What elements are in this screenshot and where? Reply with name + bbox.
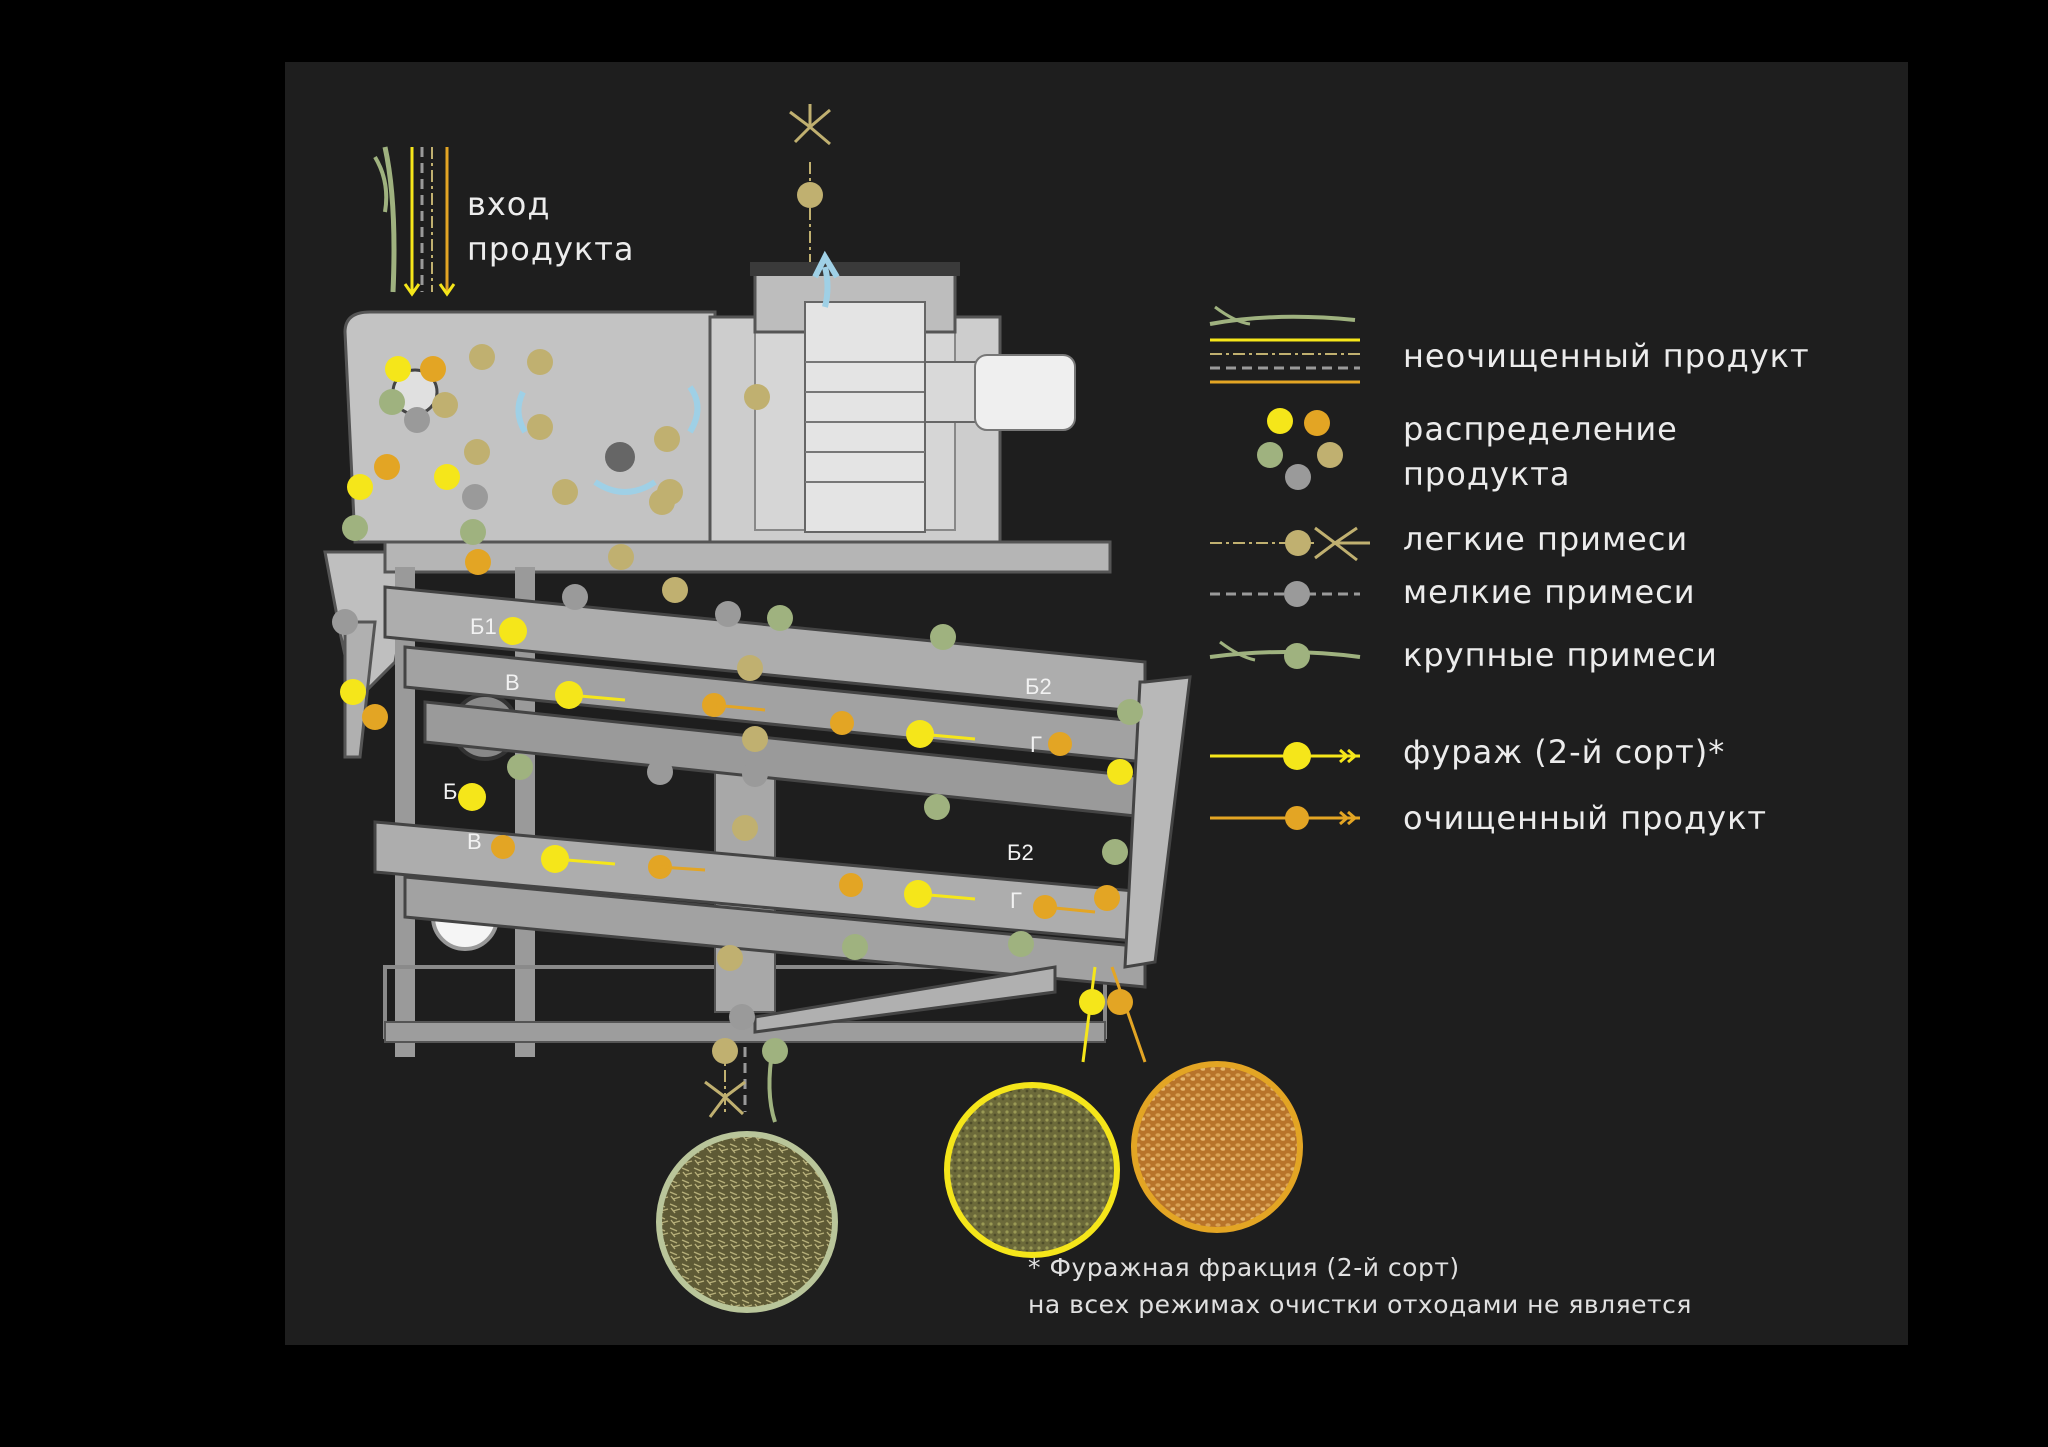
footnote-line1: * Фуражная фракция (2-й сорт) bbox=[1028, 1253, 1460, 1282]
product-input-icon bbox=[373, 146, 456, 297]
diagram-panel: Б1 В Б2 Г Б В Б2 Г bbox=[285, 62, 1908, 1345]
sieve-label: В bbox=[467, 829, 482, 854]
input-label-line2: продукта bbox=[467, 230, 635, 268]
legend-clean-label: очищенный продукт bbox=[1403, 799, 1768, 837]
legend-fodder-symbol bbox=[1210, 742, 1360, 770]
sieve-label: Г bbox=[1010, 888, 1022, 913]
input-label-line1: вход bbox=[467, 185, 551, 223]
legend-large-symbol bbox=[1209, 640, 1361, 669]
lower-sieves bbox=[373, 820, 1147, 1034]
legend-raw-label: неочищенный продукт bbox=[1403, 337, 1810, 375]
legend-distribution-line2: продукта bbox=[1403, 455, 1571, 493]
legend-distribution-label: распределение продукта bbox=[1403, 407, 1678, 497]
motor-icon bbox=[924, 354, 1076, 431]
sieve-label: Б2 bbox=[1007, 840, 1034, 865]
legend-small-symbol bbox=[1210, 581, 1360, 607]
chaff-icon bbox=[704, 1080, 746, 1118]
light-impurities-outlet bbox=[789, 104, 831, 262]
legend-distribution-line1: распределение bbox=[1403, 410, 1678, 448]
legend-light-symbol bbox=[1210, 526, 1370, 562]
clean-grain-bowl bbox=[1131, 1061, 1303, 1233]
legend-light-label: легкие примеси bbox=[1403, 520, 1689, 558]
legend-distribution-symbol bbox=[1257, 408, 1343, 490]
legend-clean-symbol bbox=[1210, 806, 1360, 830]
legend-large-label: крупные примеси bbox=[1403, 636, 1718, 674]
legend-small-label: мелкие примеси bbox=[1403, 573, 1696, 611]
sieve-label: Б1 bbox=[470, 614, 497, 639]
fodder-grain-bowl bbox=[944, 1082, 1120, 1258]
upper-sieves bbox=[383, 585, 1147, 819]
waste-grain-bowl bbox=[656, 1131, 838, 1313]
legend-fodder-label: фураж (2-й сорт)* bbox=[1403, 733, 1726, 771]
airflow-arrows bbox=[515, 250, 840, 495]
product-outlets bbox=[944, 966, 1303, 1258]
waste-outlet bbox=[656, 1038, 838, 1313]
legend-raw-symbol bbox=[1209, 305, 1360, 384]
sieve-label: Б2 bbox=[1025, 674, 1052, 699]
sieve-label: Б bbox=[443, 779, 457, 804]
footnote: * Фуражная фракция (2-й сорт) на всех ре… bbox=[1028, 1249, 1692, 1323]
footnote-line2: на всех режимах очистки отходами не явля… bbox=[1028, 1290, 1692, 1319]
sieve-label: В bbox=[505, 670, 520, 695]
flow-arrows bbox=[554, 693, 1096, 914]
input-label: вход продукта bbox=[467, 182, 634, 272]
outlet-chute bbox=[1123, 675, 1192, 969]
machine-diagram: Б1 В Б2 Г Б В Б2 Г bbox=[323, 104, 1370, 1313]
sieve-label: Г bbox=[1030, 732, 1042, 757]
chaff-icon bbox=[789, 104, 831, 146]
fan-icon bbox=[804, 301, 926, 533]
chaff-icon bbox=[1314, 526, 1370, 562]
